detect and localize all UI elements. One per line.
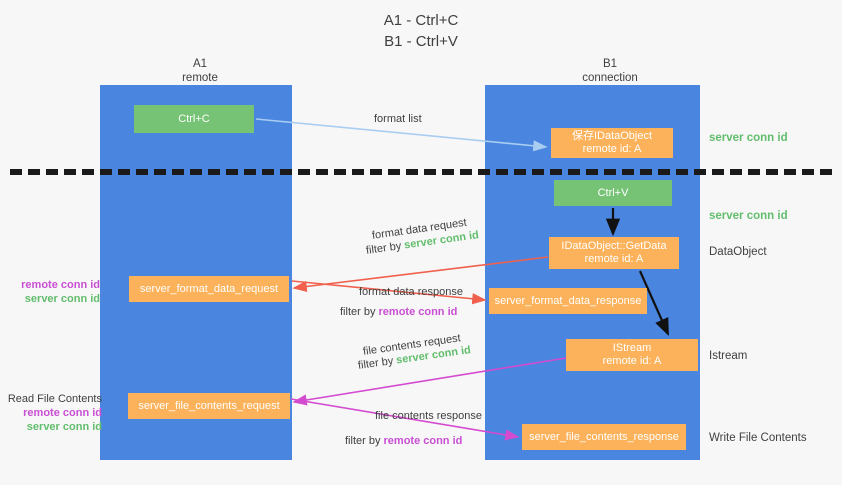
box-server-format-data-response[interactable]: server_format_data_response — [489, 288, 647, 314]
note-dataobject: DataObject — [709, 246, 767, 258]
box-idataobject[interactable]: 保存IDataObject remote id: A — [551, 128, 673, 158]
edge-label-format-list: format list — [374, 111, 422, 127]
note-read-file-contents-group: Read File Contents remote conn id server… — [6, 392, 102, 434]
edge-label-file-contents-response-filter: filter by remote conn id — [345, 433, 462, 449]
divider-dashed — [10, 169, 832, 175]
filter-prefix: filter by — [357, 354, 398, 372]
edge-label-file-contents-response: file contents response — [375, 408, 482, 424]
note-remote-conn-id-1: remote conn id — [21, 279, 100, 291]
box-getdata-line2: remote id: A — [584, 253, 644, 265]
filter-value-remote-conn-id: remote conn id — [378, 306, 458, 318]
box-idataobject-line1: 保存IDataObject — [571, 130, 653, 142]
box-server-file-contents-response-label: server_file_contents_response — [529, 430, 679, 443]
box-ctrl-v-label: Ctrl+V — [597, 186, 629, 199]
column-a1-name: A1 — [192, 58, 208, 70]
note-server-conn-id-mid: server conn id — [709, 210, 788, 222]
title-line-1: A1 - Ctrl+C — [383, 12, 459, 29]
box-istream-line2: remote id: A — [602, 355, 662, 367]
filter-prefix: filter by — [345, 435, 384, 447]
box-istream[interactable]: IStream remote id: A — [566, 339, 698, 371]
column-header-a1: A1 remote — [120, 57, 280, 85]
filter-prefix: filter by — [365, 239, 406, 257]
edge-label-format-data-response-text: format data response — [359, 286, 463, 298]
edge-label-format-list-text: format list — [374, 113, 422, 125]
edge-label-file-contents-response-text: file contents response — [375, 410, 483, 422]
box-istream-line1: IStream — [612, 342, 652, 354]
edge-label-format-data-response-filter: filter by remote conn id — [340, 304, 457, 320]
box-server-format-data-request-label: server_format_data_request — [139, 282, 279, 295]
column-a1-role: remote — [182, 72, 218, 84]
note-istream: Istream — [709, 350, 748, 362]
note-server-conn-id-2: server conn id — [26, 421, 102, 433]
box-idataobject-getdata[interactable]: IDataObject::GetData remote id: A — [549, 237, 679, 269]
box-ctrl-c-label: Ctrl+C — [178, 112, 210, 125]
box-server-file-contents-response[interactable]: server_file_contents_response — [522, 424, 686, 450]
filter-prefix: filter by — [340, 306, 379, 318]
column-b1-name: B1 — [602, 58, 618, 70]
note-server-conn-id-1: server conn id — [24, 293, 100, 305]
note-conn-ids-format: remote conn id server conn id — [8, 278, 100, 306]
box-getdata-line1: IDataObject::GetData — [561, 240, 667, 252]
box-server-format-data-response-label: server_format_data_response — [494, 294, 642, 307]
note-write-file-contents: Write File Contents — [709, 432, 807, 444]
note-read-file-contents: Read File Contents — [7, 393, 102, 405]
box-ctrl-v[interactable]: Ctrl+V — [554, 180, 672, 206]
box-ctrl-c[interactable]: Ctrl+C — [134, 105, 254, 133]
title-line-2: B1 - Ctrl+V — [384, 33, 458, 50]
box-server-file-contents-request-label: server_file_contents_request — [138, 399, 280, 412]
edge-label-format-data-response: format data response — [359, 284, 463, 300]
column-b1-role: connection — [582, 72, 638, 84]
column-header-b1: B1 connection — [530, 57, 690, 85]
box-server-file-contents-request[interactable]: server_file_contents_request — [128, 393, 290, 419]
page-title: A1 - Ctrl+C B1 - Ctrl+V — [0, 10, 842, 52]
box-server-format-data-request[interactable]: server_format_data_request — [129, 276, 289, 302]
filter-value-remote-conn-id: remote conn id — [383, 435, 463, 447]
note-server-conn-id-top: server conn id — [709, 132, 788, 144]
note-remote-conn-id-2: remote conn id — [23, 407, 102, 419]
box-idataobject-line2: remote id: A — [582, 143, 642, 155]
